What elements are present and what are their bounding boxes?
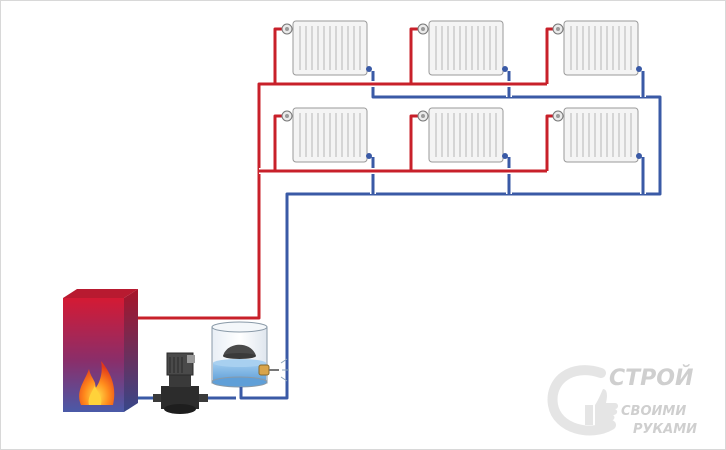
watermark (547, 365, 618, 436)
radiator-upper-2 (417, 20, 508, 76)
safety-valve (258, 358, 289, 382)
watermark-c-icon (547, 365, 616, 436)
supply-pipes (138, 27, 555, 321)
circulation-pump (153, 352, 208, 414)
expansion-tank (211, 321, 268, 398)
radiator-lower-2 (417, 107, 508, 163)
radiator-lower-1 (281, 107, 372, 163)
radiator-lower-3 (552, 107, 642, 163)
watermark-line2: СВОИМИ (621, 404, 686, 419)
watermark-line3: РУКАМИ (633, 422, 697, 437)
radiator-upper-1 (281, 20, 372, 76)
boiler (63, 289, 138, 412)
thumbs-up-icon (585, 389, 618, 427)
flame-icon (79, 361, 115, 405)
watermark-line1: СТРОЙ (609, 365, 693, 391)
radiator-upper-3 (552, 20, 642, 76)
